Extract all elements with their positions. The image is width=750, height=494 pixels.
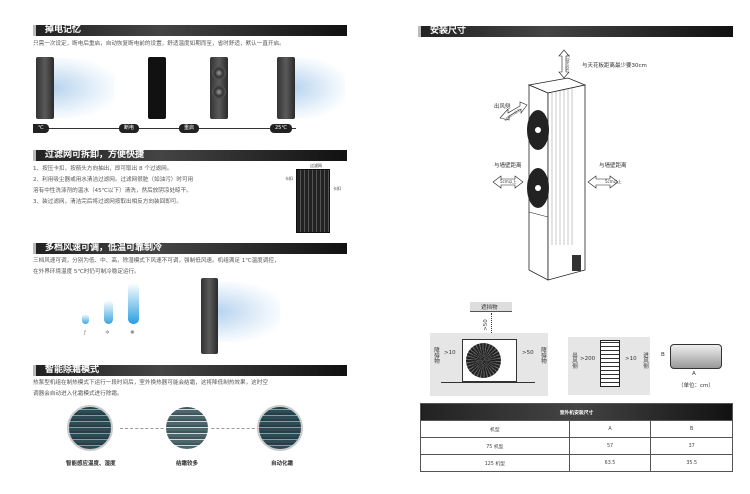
low-speed-icon: ƒ <box>84 330 86 336</box>
dimension-b: B <box>661 352 665 358</box>
header-cell: B <box>650 420 733 438</box>
clearance-inlet: >10 <box>625 356 637 362</box>
cell: 75 机型 <box>420 437 570 455</box>
breeze <box>290 58 345 118</box>
obstacle-top <box>470 302 512 312</box>
clearance-top-label: >50 <box>482 319 489 331</box>
table-title: 室外机安装尺寸 <box>420 403 733 421</box>
speed-bar-low <box>82 314 89 324</box>
outlet-side-label: 出风侧 <box>494 104 511 110</box>
clearance-left: >10 <box>444 350 456 356</box>
section-header-fan-speed: 多档风速可调，低温可靠制冷 <box>33 243 347 254</box>
power-memory-text: 只需一次设定，断电后重启，自动恢复断电前的设置，舒适温度如期而至，省时舒适，默认… <box>33 41 285 47</box>
speed-bar-mid <box>104 300 113 324</box>
mount-bracket-drawing <box>670 344 722 369</box>
side-view-floor <box>441 382 535 383</box>
gap-label: 5cm以上 <box>500 179 517 184</box>
cell: 125 机型 <box>420 454 570 472</box>
caption: 智能感应温度、湿度 <box>66 461 116 467</box>
inlet-side-label: 进风侧 <box>642 352 648 369</box>
coil-image-defrost <box>257 405 303 451</box>
clearance-top-line <box>491 313 492 341</box>
timeline-label: 断电 <box>119 124 140 133</box>
defrost-line: 热泵型机组在制热模式下运行一段时间后，室外换热器可能会结霜，这将降低制热效果，这… <box>33 380 268 386</box>
cell: 63.5 <box>568 454 652 472</box>
cell: 37 <box>650 437 733 455</box>
speed-bar-high <box>128 283 139 324</box>
unit-image <box>36 57 54 119</box>
fan-icon <box>212 66 226 80</box>
section-header-defrost: 智能除霜模式 <box>33 365 347 376</box>
obstacle-top-label: 遮挡物 <box>481 305 498 311</box>
cell: 35.5 <box>650 454 733 472</box>
mid-speed-icon: ✲ <box>105 330 110 336</box>
coil-image-frost <box>164 405 210 451</box>
wall-distance-right: 与墙壁距离 <box>599 163 627 169</box>
breeze <box>50 58 115 118</box>
fan-speed-line: 三档风速可调，分别为低、中、高，除湿模式下风速不可调，强制低风速。机组满足 1℃… <box>33 258 280 264</box>
caption: 结霜较多 <box>176 461 199 467</box>
dimension-a: A <box>692 371 696 377</box>
fan-speed-line: 在外界环境温度 5℃时仍可制冷稳定运行。 <box>33 269 140 275</box>
outlet-side-label: 出风侧 <box>571 352 577 369</box>
obstacle-left: 障碍物 <box>433 347 439 364</box>
fan-icon <box>466 343 501 378</box>
clip-label: 卡扣 <box>333 186 341 191</box>
ceiling-arrow-label: 30cm以上 <box>565 54 570 71</box>
cell: 57 <box>568 437 652 455</box>
clearance-right: >50 <box>522 350 534 356</box>
filter-diagram <box>296 169 330 233</box>
clearance-outlet: >200 <box>580 356 596 362</box>
filter-line: 1、按压卡扣，按箭头方向抽出，即可取出 8 个过滤网。 <box>33 166 173 172</box>
unit-image <box>277 57 295 119</box>
clip-label: 卡扣 <box>285 176 293 181</box>
filter-line: 2、利用吸尘器或用水清洁过滤网。过滤网很脏（如油污）时可用 <box>33 177 194 183</box>
wall-distance-left: 与墙壁距离 <box>494 163 522 169</box>
unit-image <box>201 278 218 354</box>
timeline-label: 重启 <box>179 124 200 133</box>
header-cell: A <box>568 420 652 438</box>
section-header-power-memory: 掉电记忆 <box>33 25 347 36</box>
defrost-line: 调器会自动进入化霜模式进行除霜。 <box>33 391 123 397</box>
timeline-line <box>36 128 296 129</box>
filter-diagram-title: 过滤网 <box>310 163 322 168</box>
timeline-label: 25℃ <box>270 124 292 133</box>
gap-label: 5cm以上 <box>605 179 622 184</box>
coil-image-sensing <box>67 405 113 451</box>
fan-icon <box>212 85 226 99</box>
section-header-filter: 过滤网可拆卸，方便快捷 <box>33 150 347 161</box>
header-cell: 机型 <box>420 420 570 438</box>
filter-line: 3、装过滤网，清洁完后将过滤网按取出相反方向装回即可。 <box>33 199 182 205</box>
unit-note: （单位：cm） <box>678 383 714 389</box>
caption: 自动化霜 <box>271 461 294 467</box>
front-view-unit <box>600 340 620 387</box>
filter-line: 溶有中性洗涤剂的温水（45℃以下）清洗，然后放阴凉处晾干。 <box>33 188 192 194</box>
ceiling-distance-label: 与天花板距离最少要30cm <box>582 63 647 69</box>
unit-image <box>148 57 166 119</box>
timeline-label: ℃ <box>33 124 49 133</box>
high-speed-icon: ✺ <box>130 330 135 336</box>
obstacle-right: 障碍物 <box>540 347 546 364</box>
breeze <box>215 282 280 342</box>
install-unit-drawing <box>492 49 619 281</box>
section-header-install: 安装尺寸 <box>418 26 733 37</box>
